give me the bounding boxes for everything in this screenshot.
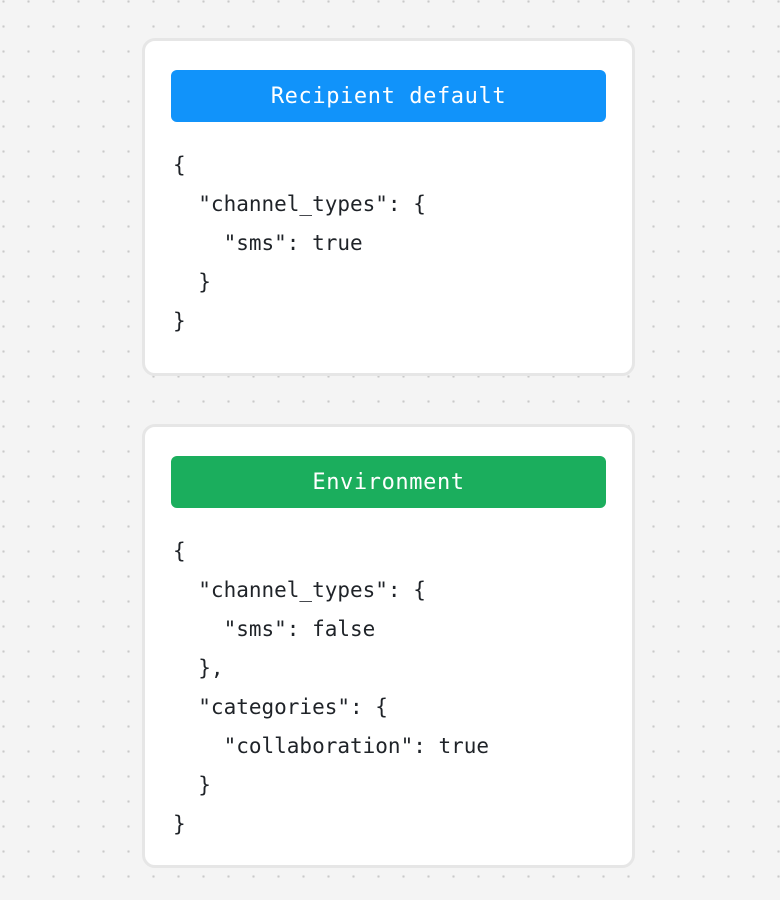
card-header-label: Environment — [312, 469, 465, 495]
card-body-environment: { "channel_types": { "sms": false }, "ca… — [173, 532, 618, 844]
card-recipient-default[interactable]: Recipient default { "channel_types": { "… — [142, 38, 635, 376]
card-header-label: Recipient default — [270, 83, 507, 109]
code-line: }, — [173, 656, 224, 680]
code-line: { — [173, 153, 186, 177]
card-header-environment[interactable]: Environment — [171, 456, 606, 508]
code-line: "sms": true — [173, 231, 363, 255]
card-header-recipient-default[interactable]: Recipient default — [171, 70, 606, 122]
card-body-recipient-default: { "channel_types": { "sms": true }} — [173, 146, 618, 341]
code-line: } — [173, 773, 211, 797]
code-line: { — [173, 539, 186, 563]
code-line: } — [173, 309, 186, 333]
code-line: "channel_types": { — [173, 578, 426, 602]
card-environment[interactable]: Environment { "channel_types": { "sms": … — [142, 424, 635, 868]
code-line: } — [173, 812, 186, 836]
code-line: "sms": false — [173, 617, 376, 641]
code-line: "channel_types": { — [173, 192, 426, 216]
code-line: } — [173, 270, 211, 294]
code-line: "collaboration": true — [173, 734, 490, 758]
code-line: "categories": { — [173, 695, 388, 719]
